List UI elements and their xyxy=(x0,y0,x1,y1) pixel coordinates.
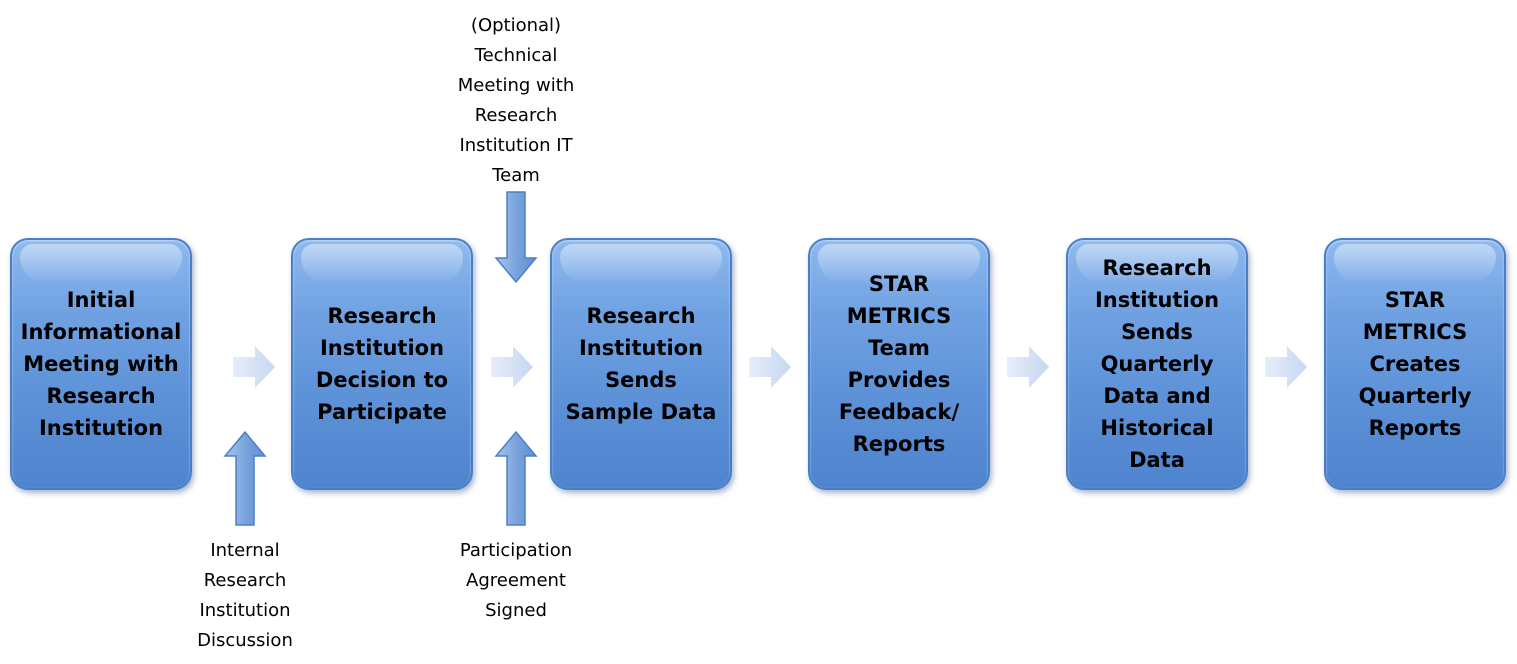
note-agreement-signed: Participation Agreement Signed xyxy=(459,540,573,621)
step-box-3: Research Institution Sends Sample Data xyxy=(550,238,732,490)
step-label-4: STAR METRICS Team Provides Feedback/ Rep… xyxy=(838,272,960,456)
down-arrow-technical-meeting xyxy=(494,191,538,284)
note-technical-meeting: (Optional) Technical Meeting with Resear… xyxy=(457,15,575,186)
step-box-5: Research Institution Sends Quarterly Dat… xyxy=(1066,238,1248,490)
step-box-1: Initial Informational Meeting with Resea… xyxy=(10,238,192,490)
step-label-2: Research Institution Decision to Partici… xyxy=(315,304,449,424)
up-arrow-agreement-signed xyxy=(494,430,538,526)
connector-arrow-5 xyxy=(1265,346,1307,388)
step-box-2: Research Institution Decision to Partici… xyxy=(291,238,473,490)
step-box-6: STAR METRICS Creates Quarterly Reports xyxy=(1324,238,1506,490)
connector-arrow-4 xyxy=(1007,346,1049,388)
note-internal-discussion: Internal Research Institution Discussion xyxy=(197,540,293,651)
connector-arrow-3 xyxy=(749,346,791,388)
step-box-4: STAR METRICS Team Provides Feedback/ Rep… xyxy=(808,238,990,490)
connector-arrow-2 xyxy=(491,346,533,388)
connector-arrow-1 xyxy=(233,346,275,388)
up-arrow-internal-discussion xyxy=(223,430,267,526)
step-label-3: Research Institution Sends Sample Data xyxy=(565,304,717,424)
step-label-5: Research Institution Sends Quarterly Dat… xyxy=(1094,256,1220,472)
step-label-1: Initial Informational Meeting with Resea… xyxy=(20,288,182,440)
step-label-6: STAR METRICS Creates Quarterly Reports xyxy=(1358,288,1472,440)
